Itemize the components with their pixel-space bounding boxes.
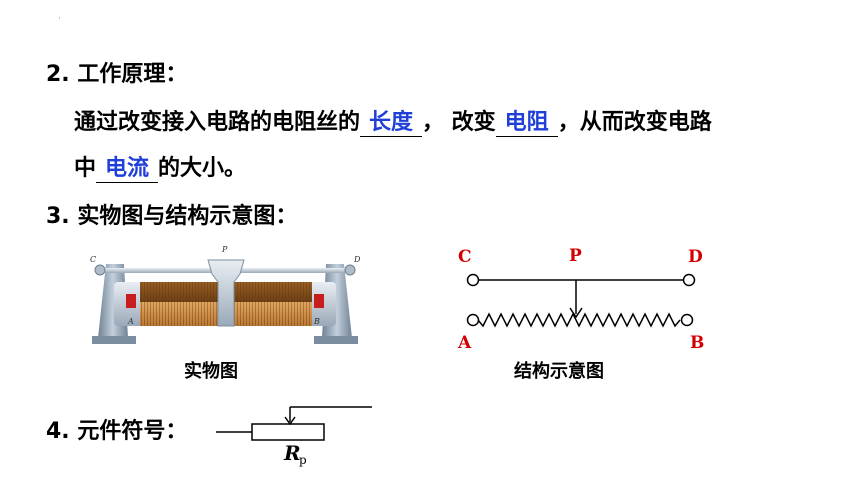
symbol-label-r: R — [283, 441, 301, 465]
section-2-heading: 2. 工作原理： — [46, 62, 188, 87]
corner-mark: · — [58, 14, 61, 24]
node-d — [682, 273, 696, 287]
slider-arrow-icon — [569, 307, 583, 319]
terminal-b-post — [314, 294, 324, 308]
section-3-heading: 3. 实物图与结构示意图： — [46, 204, 298, 229]
terminal-d — [344, 264, 356, 276]
rheostat-symbol: R p — [216, 406, 372, 467]
photo-label-b: B — [313, 317, 320, 326]
symbol-arrow-icon — [284, 416, 296, 426]
schematic-label-p: P — [569, 246, 582, 266]
principle-text-5: 的大小。 — [158, 156, 247, 181]
terminal-a-post — [126, 294, 136, 308]
principle-text-4: 中 — [74, 156, 97, 181]
left-base — [92, 336, 136, 344]
node-c — [466, 273, 480, 287]
principle-line-1: 通过改变接入电路的电阻丝的长度， 改变电阻，从而改变电路 — [74, 104, 712, 137]
node-b — [680, 313, 694, 327]
answer-blank-resistance: 电阻 — [495, 104, 558, 137]
symbol-label-subscript: p — [299, 453, 307, 467]
principle-text-2: ， 改变 — [422, 110, 496, 135]
answer-blank-length: 长度 — [360, 104, 423, 137]
schematic-label-d: D — [688, 247, 703, 267]
answer-blank-current: 电流 — [96, 150, 159, 183]
right-base — [314, 336, 358, 344]
terminal-c — [94, 264, 106, 276]
schematic-label-b: B — [690, 333, 704, 352]
rheostat-photo: C P D A B — [90, 245, 361, 344]
principle-text-3: ，从而改变电路 — [557, 110, 712, 135]
principle-text-1: 通过改变接入电路的电阻丝的 — [74, 110, 361, 135]
symbol-resistor-box — [251, 423, 325, 441]
schematic-label-c: C — [458, 247, 472, 267]
photo-caption: 实物图 — [184, 361, 238, 382]
section-4-heading: 4. 元件符号： — [46, 419, 188, 444]
photo-label-a: A — [127, 317, 134, 326]
photo-label-d: D — [353, 255, 361, 264]
principle-line-2: 中电流的大小。 — [74, 150, 246, 183]
slider-contact — [207, 259, 245, 327]
schematic-label-a: A — [457, 333, 472, 352]
resistance-wire — [477, 312, 681, 328]
node-a — [466, 313, 480, 327]
photo-label-p: P — [221, 245, 228, 254]
photo-label-c: C — [90, 255, 96, 264]
schematic-caption: 结构示意图 — [514, 361, 604, 382]
rheostat-schematic: C P D A B — [457, 246, 704, 352]
